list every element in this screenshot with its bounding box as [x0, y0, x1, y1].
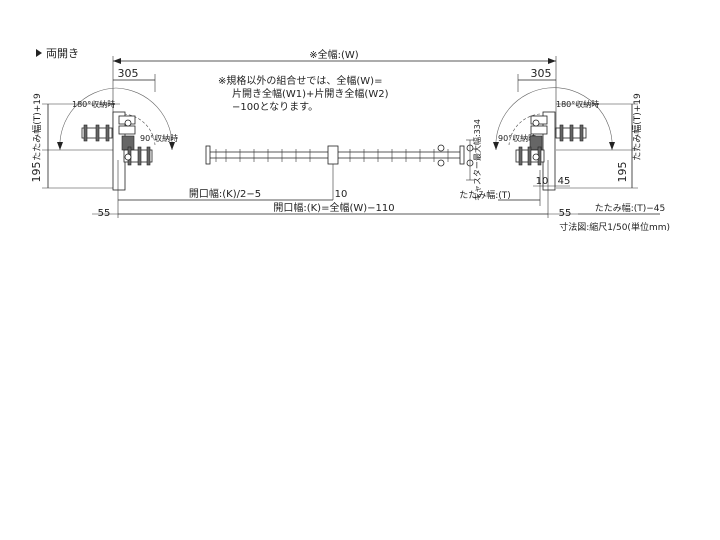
right-305-label: 305	[531, 67, 552, 80]
heading-marker-icon	[36, 49, 42, 57]
fold-width-T45-label: たたみ幅:(T)−45	[595, 202, 666, 214]
right-vertical-dimensions	[556, 103, 638, 189]
combination-note: ※規格以外の組合せでは、全幅(W)= 片開き全幅(W1)+片開き全幅(W2) −…	[218, 74, 392, 113]
center-extended-gate	[205, 144, 474, 200]
note-line-1: ※規格以外の組合せでは、全幅(W)=	[218, 74, 382, 87]
left-vertical-dimensions	[42, 103, 120, 189]
left-swing-arcs	[57, 87, 175, 151]
right-folded-gate-mechanism	[515, 111, 587, 191]
scale-note: 寸法図:縮尺1/50(単位mm)	[559, 221, 670, 233]
note-line-2: 片開き全幅(W1)+片開き全幅(W2)	[232, 87, 389, 100]
right-180-label: 180°収納時	[556, 99, 599, 109]
caster-max-label: キャスター最大幅:334	[472, 119, 482, 201]
left-305-dimension	[113, 74, 156, 92]
left-fold-width-vertical-label: たたみ幅(T)+19	[31, 93, 43, 161]
bottom-dimensions	[92, 160, 660, 218]
left-180-label: 180°収納時	[72, 99, 115, 109]
right-fold-width-vertical-label: たたみ幅(T)+19	[631, 93, 643, 161]
right-90-label: 90°収納時	[498, 133, 536, 143]
right-45-label: 45	[558, 176, 571, 187]
opening-full-label: 開口幅:(K)=全幅(W)−110	[273, 201, 394, 214]
left-195-label: 195	[30, 162, 43, 183]
fold-width-T-label: たたみ幅:(T)	[459, 189, 511, 201]
right-195-label: 195	[616, 162, 629, 183]
right-10-label: 10	[536, 176, 549, 187]
opening-half-label: 開口幅:(K)/2−5	[189, 187, 261, 200]
heading: 両開き	[46, 47, 79, 60]
left-90-label: 90°収納時	[140, 133, 178, 143]
right-55-label: 55	[559, 208, 572, 219]
caster-width-dimension	[466, 139, 474, 181]
right-305-dimension	[517, 74, 556, 92]
left-305-label: 305	[118, 67, 139, 80]
note-line-3: −100となります。	[232, 101, 318, 113]
overall-width-label: ※全幅:(W)	[309, 48, 359, 61]
left-folded-gate-mechanism	[81, 111, 153, 191]
right-swing-arcs	[493, 87, 615, 151]
center-10-label: 10	[335, 189, 348, 200]
left-55-label: 55	[98, 208, 111, 219]
